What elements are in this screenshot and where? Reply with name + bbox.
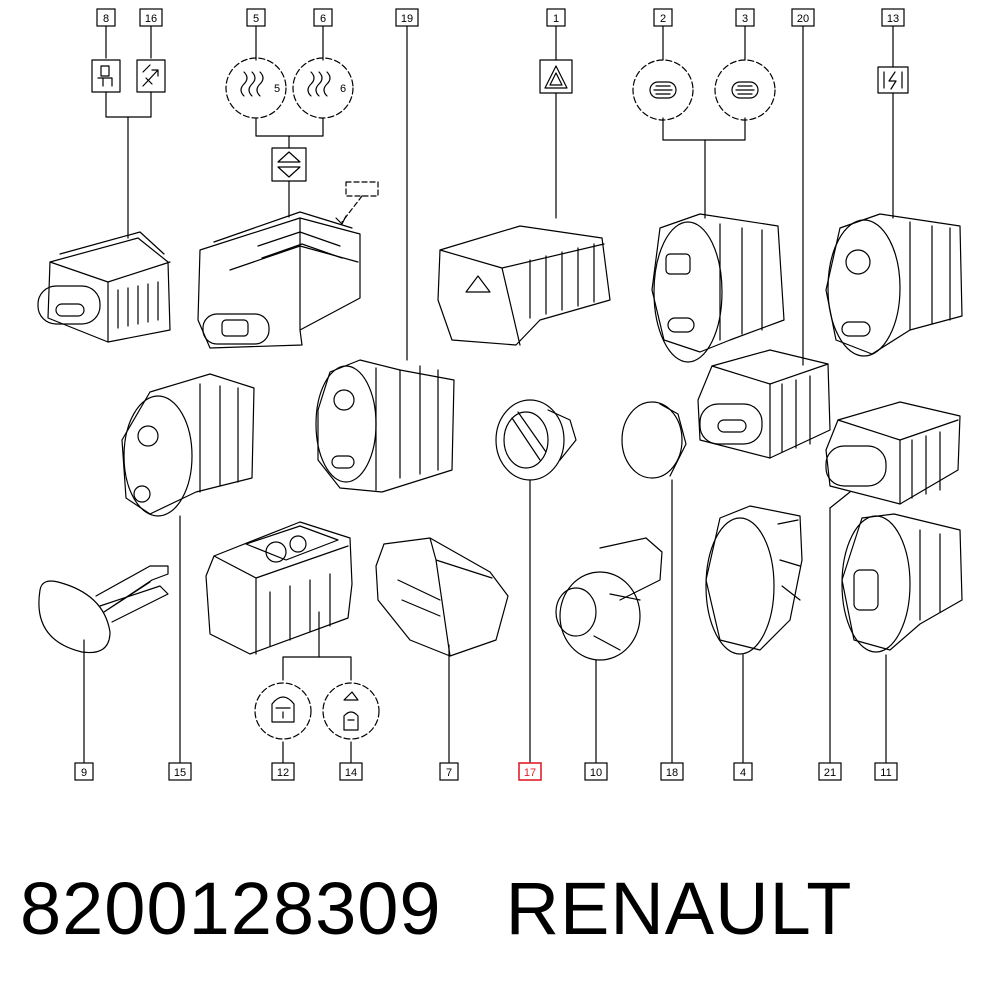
leader-lines [83,25,894,763]
switch-12-14 [205,521,353,655]
rear-defrost-icon-2 [714,59,776,121]
symbol-digit-6: 6 [340,83,346,95]
switch-5-6 [197,211,361,349]
callout-16: 16 [139,8,163,27]
switch-1 [437,225,611,346]
callout-5: 5 [246,8,266,27]
fuel-cut-icon [877,66,909,94]
callout-11: 11 [874,762,898,781]
footer-caption: 8200128309 RENAULT [20,858,852,958]
seat-heater-icon [91,59,121,93]
switch-9 [38,565,169,654]
callout-17-label: 17 [524,767,536,779]
dashed-placeholder-icon [345,181,379,197]
callout-4: 4 [733,762,753,781]
callout-19-label: 19 [401,13,413,25]
callout-14: 14 [339,762,363,781]
switch-18 [621,401,687,479]
switch-8-16 [37,231,171,343]
switch-7 [375,537,509,657]
switch-17 [495,399,577,481]
callout-tags: 8 16 5 6 19 1 2 3 20 13 9 15 12 14 7 17 … [74,8,905,781]
switch-21 [825,401,961,505]
callout-8: 8 [96,8,116,27]
callout-7: 7 [439,762,459,781]
callout-18-label: 18 [666,767,678,779]
callout-3: 3 [735,8,755,27]
brand-name: RENAULT [505,866,853,950]
callout-21-label: 21 [824,767,836,779]
callout-17-highlighted: 17 [518,762,542,781]
callout-4-label: 4 [740,767,746,779]
callout-15: 15 [168,762,192,781]
callout-9-label: 9 [81,767,87,779]
callout-3-label: 3 [742,13,748,25]
switch-4 [705,505,803,655]
callout-6-label: 6 [320,13,326,25]
part-number: 8200128309 [20,866,442,950]
callout-7-label: 7 [446,767,452,779]
callout-9: 9 [74,762,94,781]
switch-13 [825,213,963,357]
callout-18: 18 [660,762,684,781]
car-lock-icon [254,682,312,740]
callout-10-label: 10 [590,767,602,779]
callout-13: 13 [881,8,905,27]
callout-11-label: 11 [880,767,891,779]
switch-20 [697,349,831,459]
callout-2-label: 2 [660,13,666,25]
callout-1-label: 1 [553,13,559,25]
callout-10: 10 [584,762,608,781]
callout-8-label: 8 [103,13,109,25]
alarm-icon [322,682,380,740]
callout-14-label: 14 [345,767,357,779]
callout-12-label: 12 [277,767,289,779]
callout-16-label: 16 [145,13,157,25]
window-up-down-icon [271,147,307,182]
callout-21: 21 [818,762,842,781]
callout-13-label: 13 [887,13,899,25]
callout-1: 1 [546,8,566,27]
callout-20: 20 [791,8,815,27]
callout-5-label: 5 [253,13,259,25]
switch-15 [121,373,255,517]
switch-19 [315,359,455,493]
callout-19: 19 [395,8,419,27]
callout-6: 6 [313,8,333,27]
callout-20-label: 20 [797,13,809,25]
callout-15-label: 15 [174,767,186,779]
switch-2-3 [651,213,785,363]
child-lock-icon [136,59,166,93]
symbol-digit-5: 5 [274,83,280,95]
switch-11 [841,513,963,653]
callout-2: 2 [653,8,673,27]
heated-seat-icon-2 [292,57,354,119]
switch-10 [555,537,663,661]
heated-seat-icon [225,57,287,119]
callout-12: 12 [271,762,295,781]
hazard-triangle-icon [539,59,573,94]
rear-defrost-icon [632,59,694,121]
